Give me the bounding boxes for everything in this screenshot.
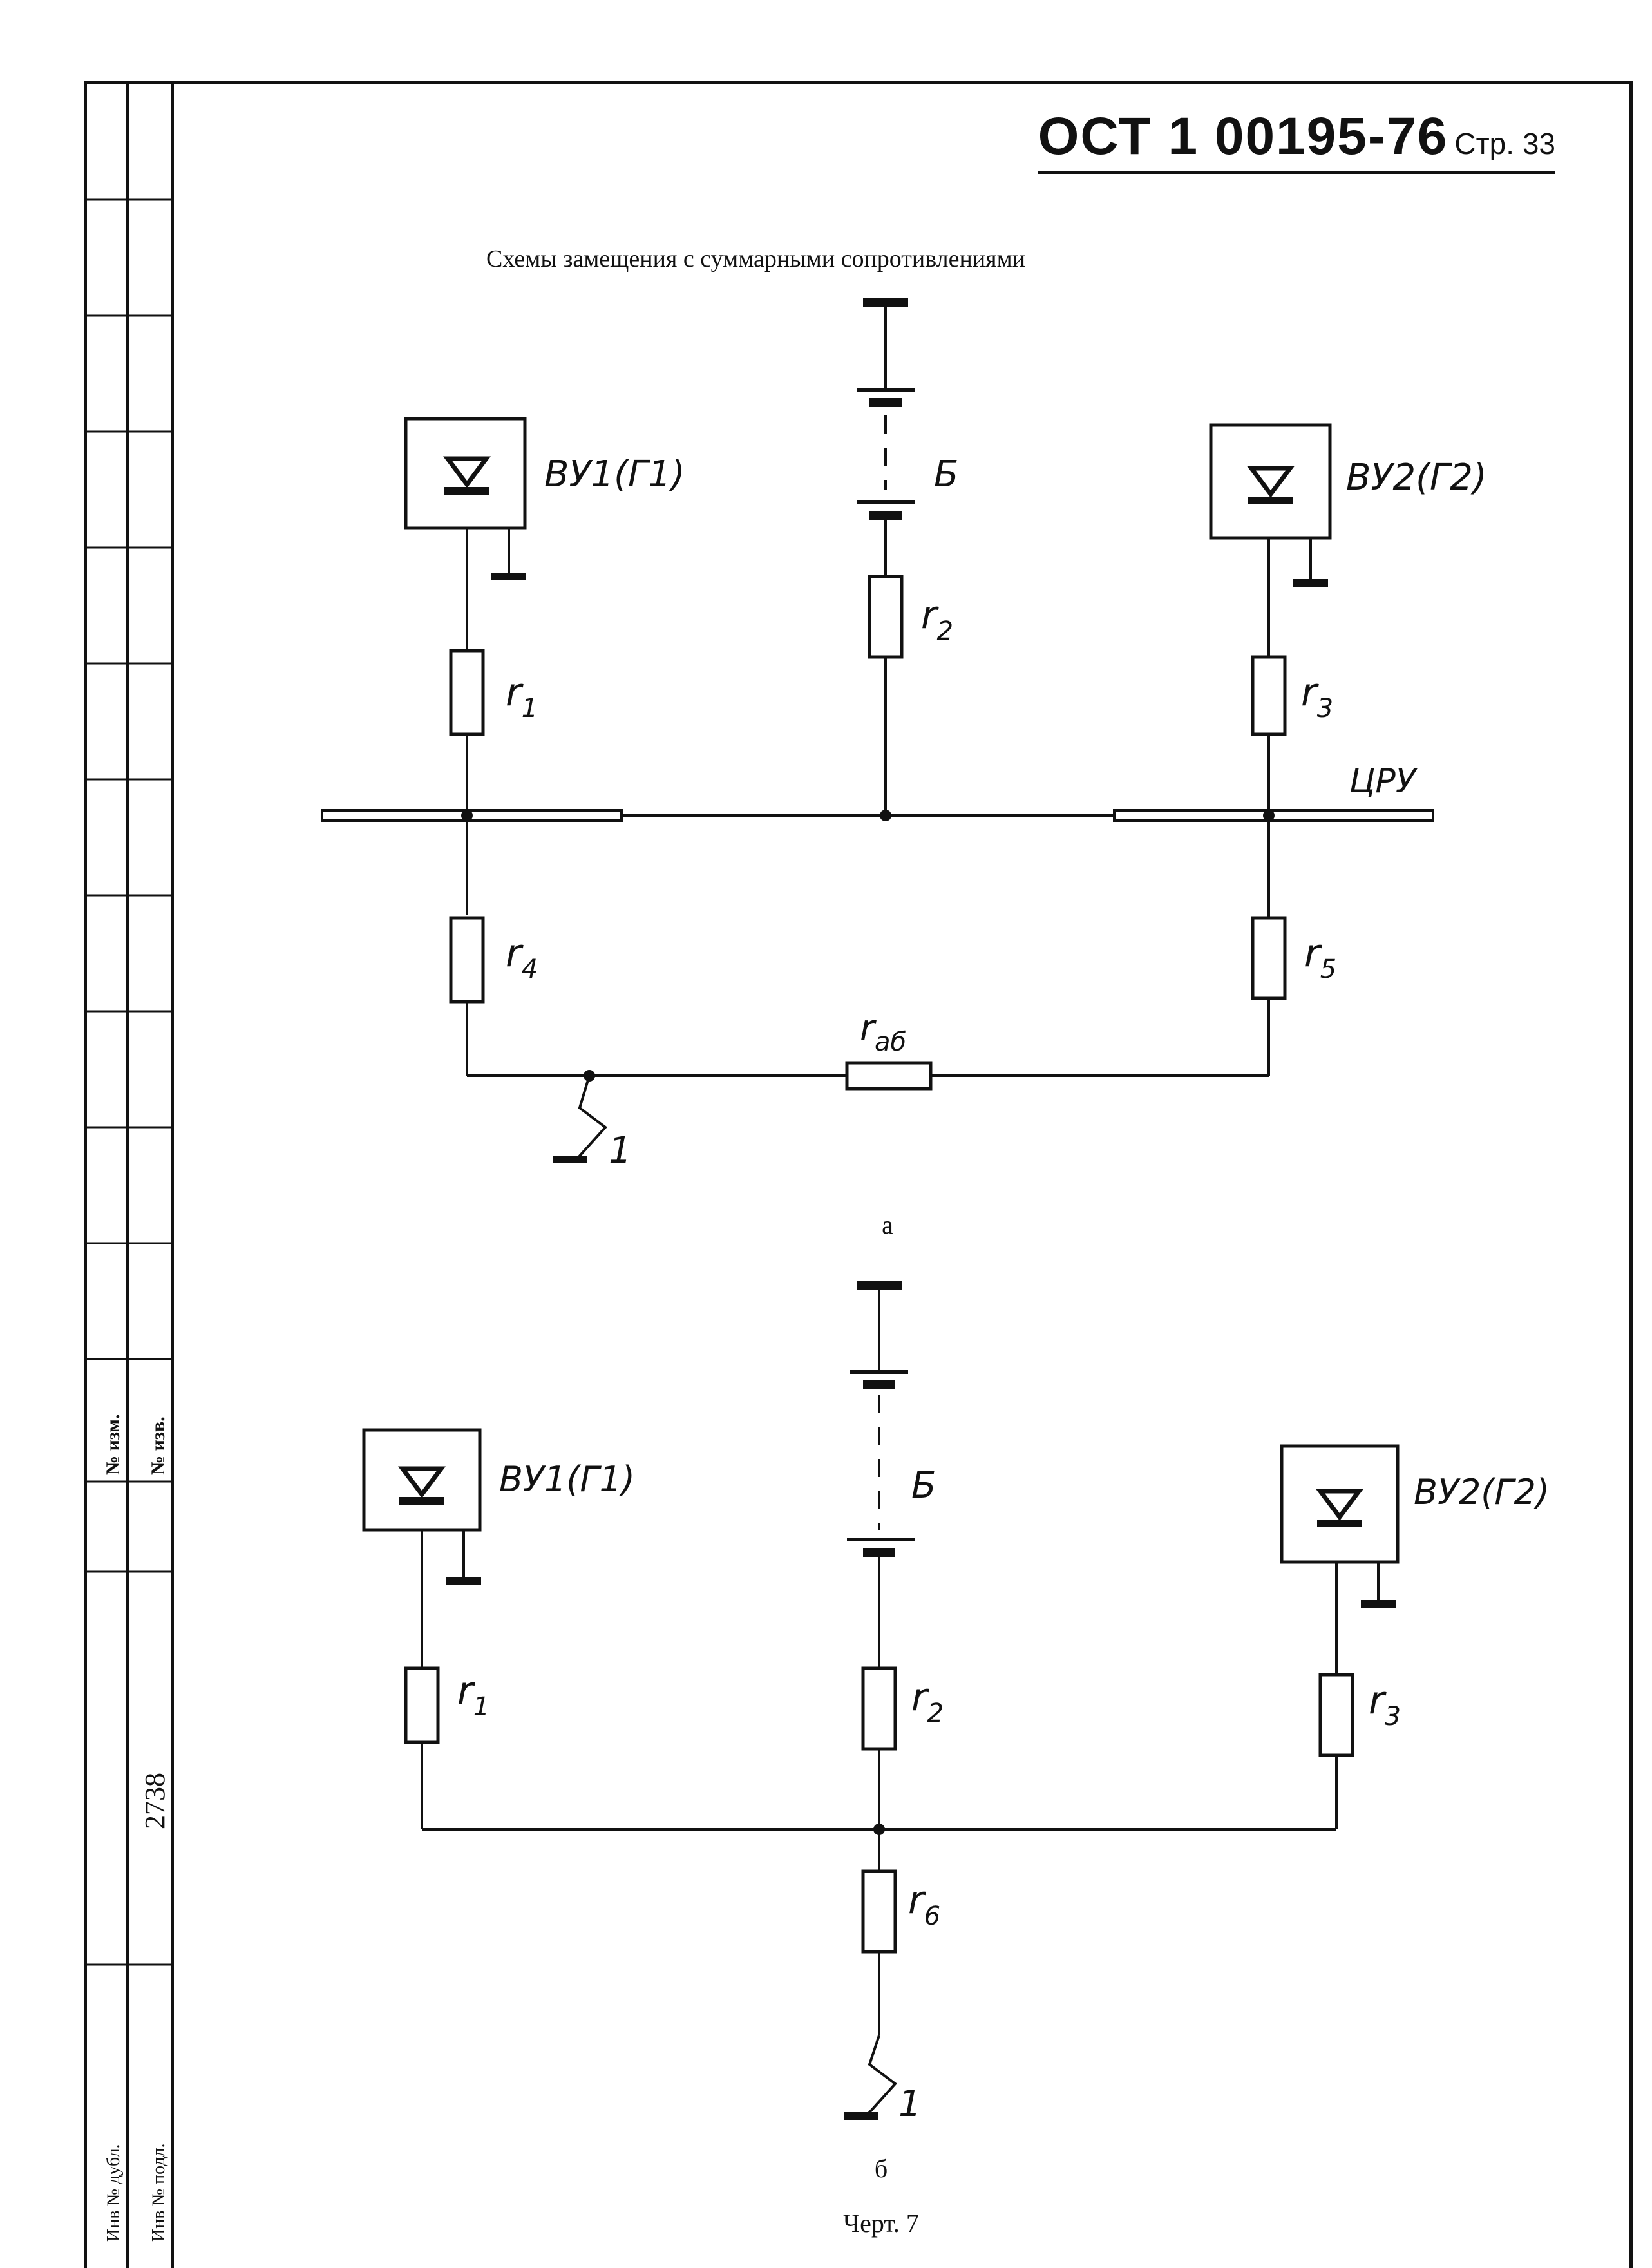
junction-dot <box>584 1070 595 1082</box>
r4-label: r4 <box>506 931 538 984</box>
bus-label: ЦРУ <box>1349 762 1418 801</box>
r1-label-b: r1 <box>457 1668 489 1722</box>
resistor-rab <box>845 1061 933 1091</box>
fault-label: 1 <box>609 1130 632 1172</box>
resistor-r2-b <box>861 1666 897 1751</box>
r6-label-b: r6 <box>908 1878 940 1931</box>
document-code: ОСТ 1 00195-76 <box>1038 107 1448 166</box>
resistor-r4 <box>449 916 485 1004</box>
page-frame <box>84 81 1633 2268</box>
battery-b-icon <box>847 1281 915 1557</box>
r3-label: r3 <box>1301 670 1333 723</box>
r5-label: r5 <box>1304 931 1336 984</box>
resistor-r5 <box>1251 916 1287 1000</box>
figure-caption: Черт. 7 <box>843 2209 919 2238</box>
battery-label-b: Б <box>911 1465 936 1507</box>
page-title: Схемы замещения с суммарными сопротивлен… <box>486 245 1026 272</box>
diagram-b-wires <box>421 1285 1380 2117</box>
fault-label-b: 1 <box>898 2083 922 2125</box>
resistor-r1 <box>449 649 485 736</box>
r1-label: r1 <box>506 670 538 723</box>
stamp-izm: № изм. <box>102 1415 124 1476</box>
battery-a-icon <box>857 298 915 520</box>
stamp-column <box>84 81 174 2268</box>
junction-dot <box>873 1824 885 1835</box>
diode-icon <box>398 1466 446 1505</box>
stamp-number: 2738 <box>139 1773 171 1829</box>
r2-label: r2 <box>921 593 953 646</box>
stamp-divider <box>171 81 174 2268</box>
resistor-r6-b <box>861 1869 897 1954</box>
battery-label: Б <box>934 453 958 495</box>
generator-1-box <box>404 417 527 530</box>
gen2-label-b: ВУ2(Г2) <box>1414 1472 1550 1512</box>
stamp-grid <box>84 198 174 1966</box>
stamp-divider <box>126 81 129 2268</box>
resistor-r3-b <box>1318 1673 1354 1757</box>
diagram-a-wires <box>466 303 1312 1161</box>
generator-2-box <box>1209 423 1332 540</box>
r2-label-b: r2 <box>911 1675 944 1728</box>
resistor-r2 <box>868 575 904 659</box>
junction-dot <box>461 810 473 821</box>
stamp-inv-dubl: Инв № дубл. <box>104 2144 124 2242</box>
page-number: Стр. 33 <box>1454 127 1555 160</box>
stamp-izv: № изв. <box>147 1416 169 1475</box>
generator-1-box-b <box>362 1428 482 1532</box>
resistor-r3 <box>1251 655 1287 736</box>
stamp-inv-podl: Инв № подл. <box>149 2143 169 2242</box>
diode-icon <box>1247 466 1295 504</box>
diagram-b-caption: б <box>875 2154 888 2183</box>
diagram-a-caption: а <box>882 1210 893 1239</box>
generator-2-box-b <box>1280 1444 1400 1564</box>
resistor-r1-b <box>404 1666 440 1744</box>
gen1-label: ВУ1(Г1) <box>544 453 685 495</box>
r3-label-b: r3 <box>1369 1678 1401 1731</box>
diode-icon <box>443 456 491 495</box>
gen1-label-b: ВУ1(Г1) <box>499 1459 635 1500</box>
gen2-label: ВУ2(Г2) <box>1346 457 1487 499</box>
junction-dot <box>880 810 891 821</box>
diode-icon <box>1316 1489 1363 1527</box>
junction-dot <box>1263 810 1275 821</box>
rab-label: rаб <box>860 1007 906 1057</box>
